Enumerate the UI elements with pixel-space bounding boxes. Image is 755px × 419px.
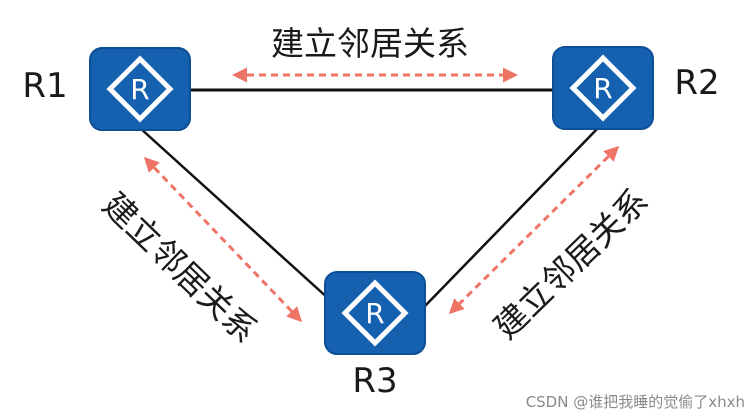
router-icon — [324, 271, 426, 355]
router-icon — [89, 47, 191, 131]
link-label-r2-r3: 建立邻居关系 — [486, 181, 656, 347]
router-r2: R — [552, 46, 654, 130]
router-r1: R — [89, 47, 191, 131]
router-label-r3: R3 — [352, 361, 397, 401]
watermark: CSDN @谁把我睡的觉偷了xhxh — [526, 393, 745, 411]
router-icon — [552, 46, 654, 130]
router-label-r1: R1 — [22, 66, 67, 106]
link-label-r1-r3: 建立邻居关系 — [95, 185, 265, 351]
router-label-r2: R2 — [674, 63, 719, 103]
router-symbol: R — [593, 72, 612, 105]
router-symbol: R — [365, 297, 384, 330]
router-r3: R — [324, 271, 426, 355]
router-symbol: R — [130, 73, 149, 106]
neighbor-arrow-r2-r3 — [448, 145, 620, 315]
link-label-r1-r2: 建立邻居关系 — [271, 24, 469, 63]
neighbor-arrow-r1-r3 — [143, 156, 303, 323]
